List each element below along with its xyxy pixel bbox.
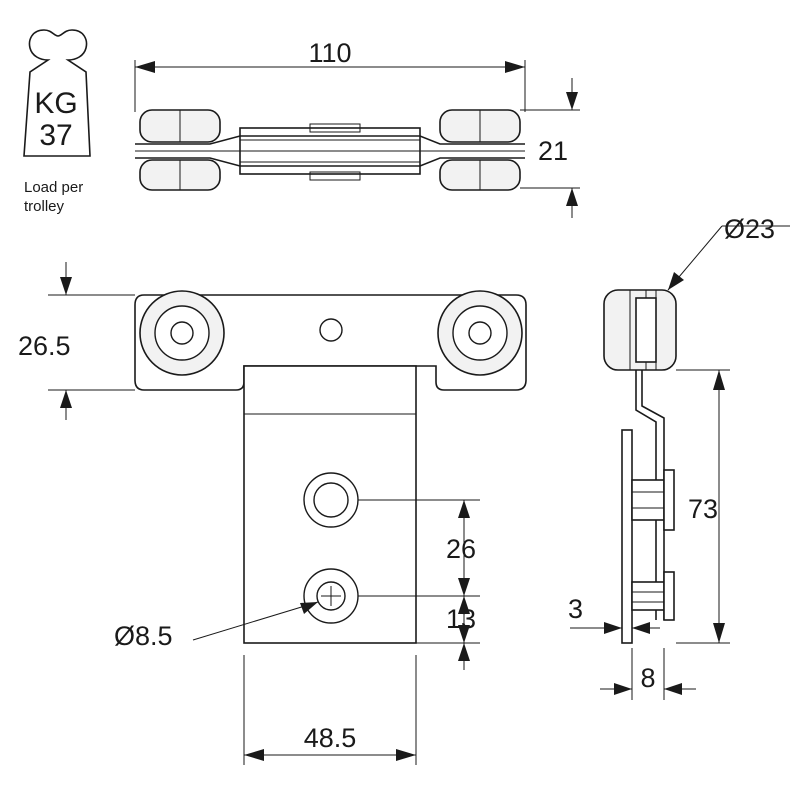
weight-icon xyxy=(23,29,91,157)
side-view: Ø23 73 3 8 xyxy=(568,214,790,700)
dim-hole-spacing: 26 xyxy=(446,534,476,564)
center-hole xyxy=(319,318,343,342)
dim-hole-edge: 13 xyxy=(446,604,476,634)
load-caption-line1: Load per xyxy=(24,179,83,196)
dim-hole-diameter: Ø8.5 xyxy=(114,621,173,651)
dim-overall-width: 110 xyxy=(308,38,351,68)
dim-top-height: 21 xyxy=(538,136,568,166)
dim-plate-thickness: 3 xyxy=(568,594,583,624)
load-caption-line2: trolley xyxy=(24,198,65,215)
top-view: 110 21 xyxy=(134,38,580,218)
bracket-plate xyxy=(134,294,527,391)
side-plate xyxy=(621,429,633,644)
dim-plate-width: 48.5 xyxy=(304,723,357,753)
dim-side-depth: 8 xyxy=(640,663,655,693)
load-value: 37 xyxy=(39,119,72,152)
front-view: 26.5 26 13 Ø8.5 48.5 xyxy=(18,262,527,765)
load-unit: KG xyxy=(34,87,77,120)
load-badge: KG 37 Load per trolley xyxy=(23,29,91,215)
dim-bracket-height: 26.5 xyxy=(18,331,71,361)
dim-total-height: 73 xyxy=(688,494,718,524)
dim-wheel-diameter: Ø23 xyxy=(724,214,775,244)
